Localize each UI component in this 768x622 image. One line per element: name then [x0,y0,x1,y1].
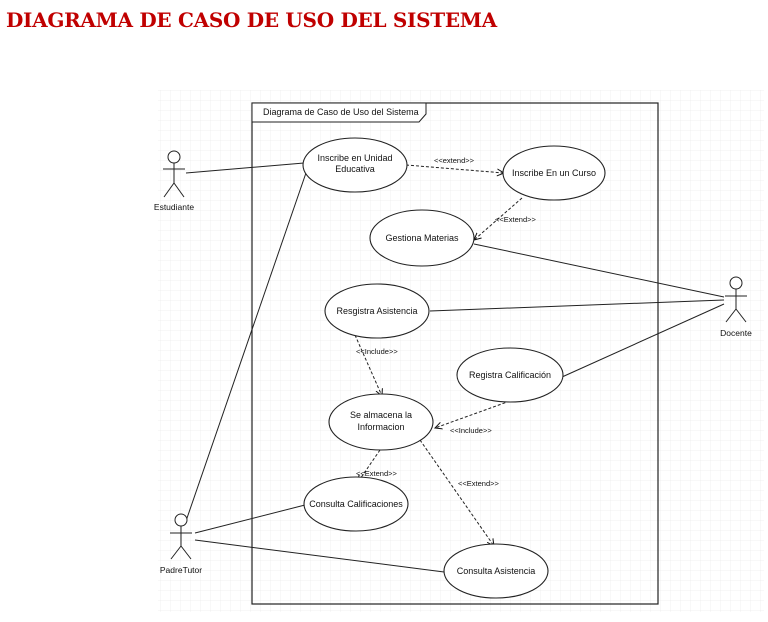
usecase-label-gestiona-materias: Gestiona Materias [385,233,459,243]
include-asistencia-almacena [354,334,382,396]
usecase-inscribe-curso [502,145,606,201]
assoc-docente-asistencia [429,299,725,312]
usecase-label-almacena-2: Informacion [357,422,404,432]
page-title: DIAGRAMA DE CASO DE USO DEL SISTEMA [6,8,497,32]
usecase-label-registra-asistencia: Resgistra Asistencia [336,306,417,316]
usecase-label-consulta-asistencia: Consulta Asistencia [457,566,536,576]
actor-estudiante-icon [163,150,185,198]
assoc-padre-inscribe [185,169,308,522]
usecase-label-almacena-1: Se almacena la [350,410,412,420]
usecase-almacena-informacion [328,393,434,451]
usecase-gestiona-materias [369,209,475,267]
assoc-docente-calificacion [561,303,725,378]
label-extend-unidad-curso: <<extend>> [434,156,475,165]
include-calificacion-almacena [435,400,511,428]
extend-unidad-curso [405,164,504,173]
actor-label-docente: Docente [720,328,752,338]
usecase-label-inscribe-unidad-1: Inscribe en Unidad [317,153,392,163]
actor-label-estudiante: Estudiante [154,202,194,212]
extend-almacena-consulta-asist [419,439,494,546]
assoc-padre-consulta-calif [194,504,306,534]
assoc-estudiante-inscribe [185,162,305,174]
frame-label-tab [251,102,427,123]
extend-curso-gestiona [474,197,523,240]
usecase-registra-asistencia [324,283,430,339]
usecase-label-inscribe-unidad-2: Educativa [335,164,375,174]
usecase-label-registra-calificacion: Registra Calificación [469,370,551,380]
usecase-consulta-asistencia [443,543,549,599]
assoc-padre-consulta-asist [194,539,445,573]
usecase-inscribe-unidad [302,137,408,193]
assoc-docente-gestiona [473,243,725,298]
frame-label: Diagrama de Caso de Uso del Sistema [263,107,419,117]
usecase-label-consulta-calificaciones: Consulta Calificaciones [309,499,403,509]
grid-background [158,90,764,612]
label-extend-consulta-calif: <<Extend>> [356,469,397,478]
actor-docente-icon [725,276,747,323]
label-include-calificacion: <<Include>> [450,426,492,435]
usecase-consulta-calificaciones [303,476,409,532]
label-extend-curso-gestiona: <<Extend>> [495,215,536,224]
usecase-label-inscribe-curso: Inscribe En un Curso [512,168,596,178]
system-frame [251,102,659,605]
usecase-registra-calificacion [456,347,564,403]
label-include-asistencia: <<Include>> [356,347,398,356]
actor-padre-tutor-icon [170,513,192,560]
label-extend-consulta-asist: <<Extend>> [458,479,499,488]
actor-label-padre-tutor: PadreTutor [160,565,202,575]
